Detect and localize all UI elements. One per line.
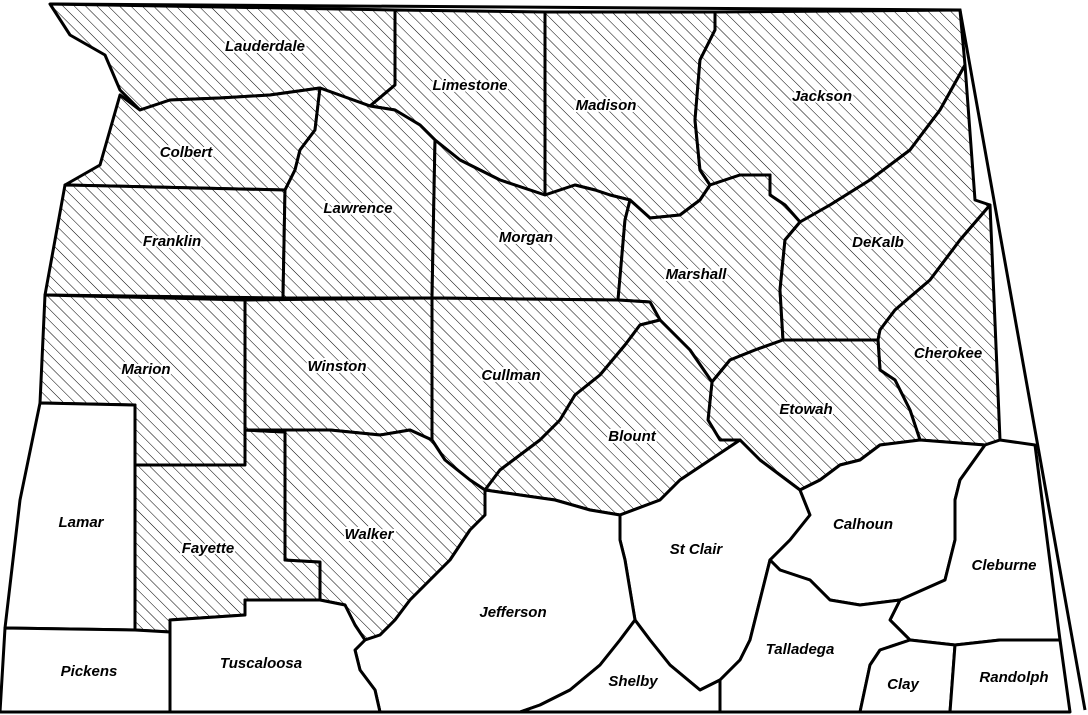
county-label: Marion — [121, 361, 170, 378]
county-label: Morgan — [499, 229, 553, 246]
county-label: Lauderdale — [225, 38, 305, 55]
county-label: Limestone — [432, 77, 507, 94]
county-label: Madison — [576, 97, 637, 114]
map-outline — [49, 2, 1087, 711]
county-label: Winston — [307, 358, 366, 375]
county-label: Jefferson — [479, 604, 546, 621]
county-label: St Clair — [670, 541, 724, 558]
county-label: Marshall — [666, 266, 728, 283]
county-label: DeKalb — [852, 234, 904, 251]
county-label: Cleburne — [971, 557, 1036, 574]
county-label: Etowah — [779, 401, 832, 418]
county-label: Tuscaloosa — [220, 655, 302, 672]
county-label: Talladega — [766, 641, 835, 658]
county-randolph[interactable] — [948, 638, 1072, 714]
county-label: Walker — [345, 526, 395, 543]
county-label: Shelby — [608, 673, 658, 690]
county-label: Clay — [887, 676, 919, 693]
county-label: Calhoun — [833, 516, 893, 533]
county-label: Franklin — [143, 233, 201, 250]
county-labels: Lauderdale Limestone Madison Jackson Col… — [56, 36, 1050, 695]
county-label: Jackson — [792, 88, 852, 105]
county-label: Cherokee — [914, 345, 982, 362]
county-tuscaloosa[interactable] — [168, 598, 382, 714]
county-label: Randolph — [979, 669, 1048, 686]
county-label: Cullman — [481, 367, 540, 384]
county-label: Pickens — [61, 663, 118, 680]
county-label: Lamar — [58, 514, 104, 531]
county-label: Colbert — [160, 144, 214, 161]
county-shelby[interactable] — [518, 618, 722, 714]
county-label: Blount — [608, 428, 656, 445]
county-label: Fayette — [182, 540, 235, 557]
border-line — [49, 2, 1087, 711]
county-label: Lawrence — [323, 200, 392, 217]
